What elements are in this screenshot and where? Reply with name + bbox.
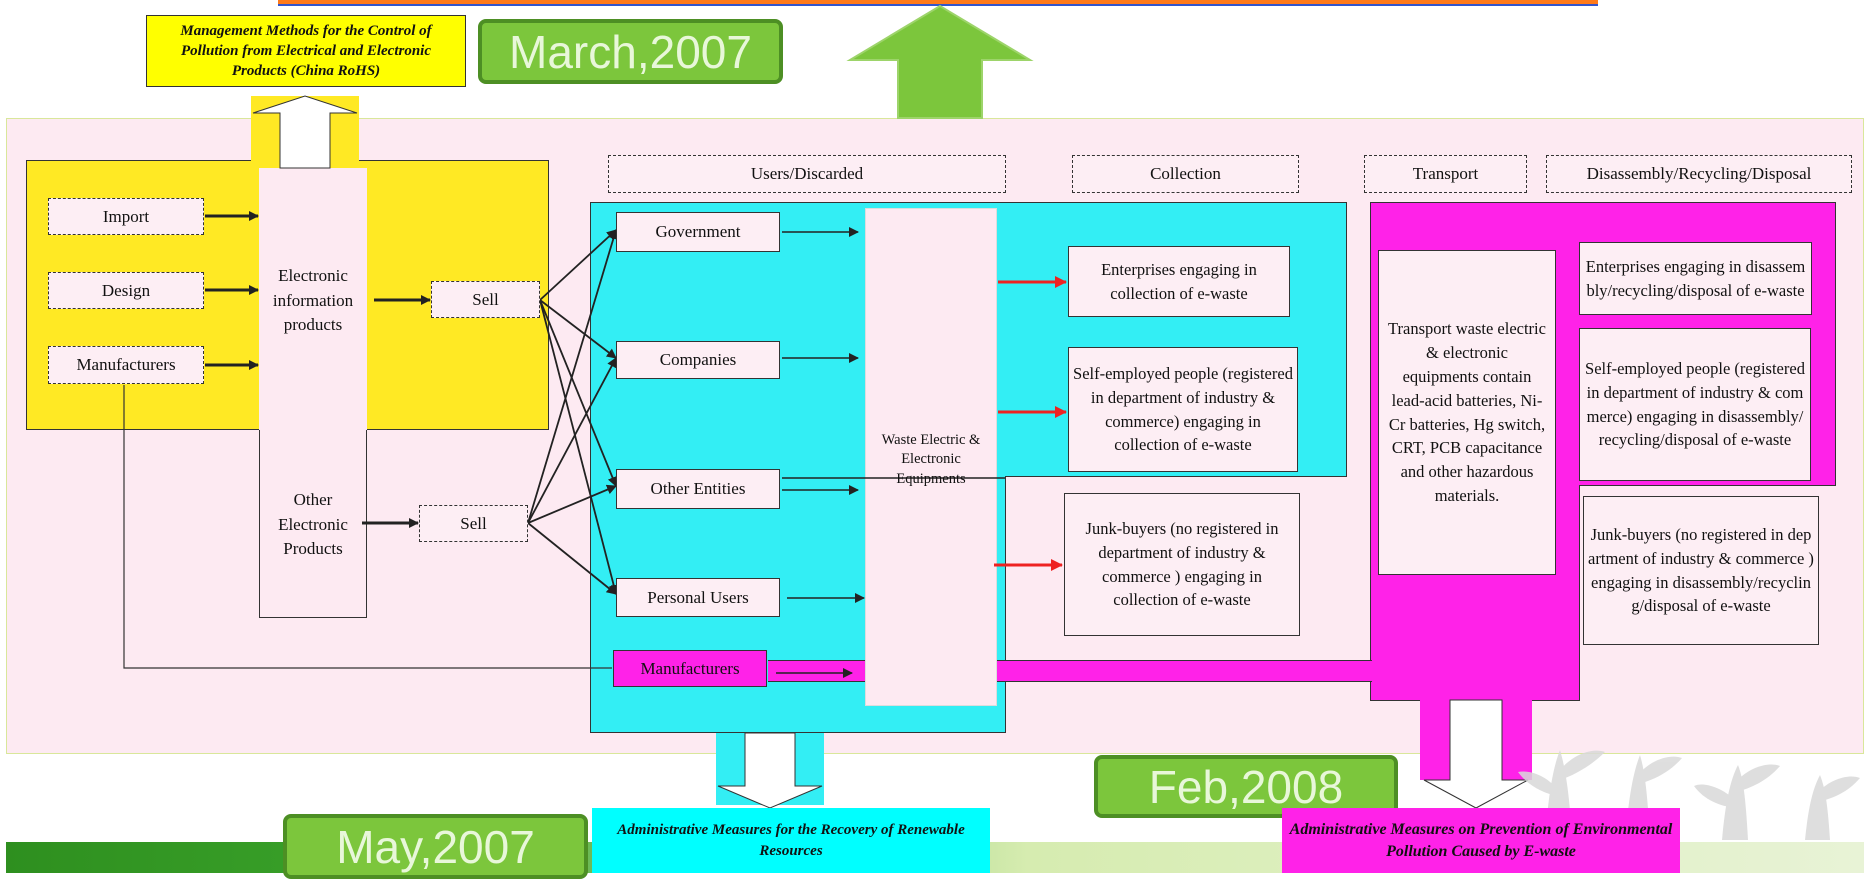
- date-badge-march-2007: March,2007: [478, 19, 783, 84]
- collection-junk-buyers: Junk-buyers (no registered in department…: [1064, 493, 1300, 636]
- header-collection: Collection: [1072, 155, 1299, 193]
- disposal-enterprises: Enterprises engaging in disassembly/recy…: [1579, 242, 1812, 315]
- other-electronic-products: Other Electronic Products: [278, 490, 348, 559]
- header-users-discarded: Users/Discarded: [608, 155, 1006, 193]
- electronic-information-products: Electronic information products: [272, 266, 354, 335]
- prevention-law-box: Administrative Measures on Prevention of…: [1282, 808, 1680, 873]
- date-badge-feb-2008: Feb,2008: [1094, 755, 1398, 818]
- sell-box-2: Sell: [419, 505, 528, 542]
- user-manufacturers: Manufacturers: [613, 650, 767, 687]
- china-rohs-law-box: Management Methods for the Control of Po…: [146, 15, 466, 87]
- user-government: Government: [616, 212, 780, 252]
- header-disassembly: Disassembly/Recycling/Disposal: [1546, 155, 1852, 193]
- design-box: Design: [48, 272, 204, 309]
- collection-enterprises: Enterprises engaging in collection of e-…: [1068, 246, 1290, 317]
- user-other-entities: Other Entities: [616, 469, 780, 509]
- waste-column: [865, 208, 997, 706]
- header-transport: Transport: [1364, 155, 1527, 193]
- green-up-arrow: [846, 4, 1034, 119]
- user-companies: Companies: [616, 341, 780, 379]
- transport-description: Transport waste electric & electronic eq…: [1378, 250, 1556, 575]
- white-up-arrowhead: [252, 95, 358, 169]
- disposal-junk-buyers: Junk-buyers (no registered in department…: [1583, 496, 1819, 645]
- disposal-self-employed: Self-employed people (registered in depa…: [1579, 328, 1811, 481]
- waste-equipment-label: Waste Electric & Electronic Equipments: [881, 431, 981, 487]
- recovery-law-box: Administrative Measures for the Recovery…: [592, 808, 990, 873]
- white-down-arrowhead-1: [717, 732, 823, 809]
- top-banner-bar: [278, 0, 1598, 6]
- collection-self-employed: Self-employed people (registered in depa…: [1068, 347, 1298, 472]
- import-box: Import: [48, 198, 204, 235]
- user-personal: Personal Users: [616, 578, 780, 617]
- eip-column: [259, 168, 367, 430]
- sell-box-1: Sell: [431, 281, 540, 318]
- date-badge-may-2007: May,2007: [283, 814, 588, 879]
- manufacturers-source-box: Manufacturers: [48, 346, 204, 384]
- white-down-arrowhead-2: [1423, 699, 1529, 809]
